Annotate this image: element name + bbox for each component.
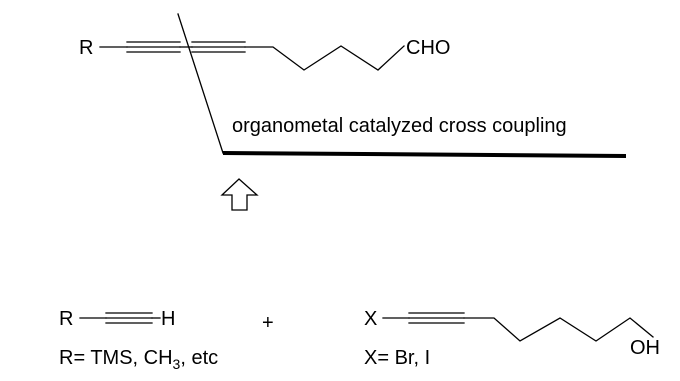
target-alkyl-chain [244,45,405,71]
retrosynthesis-arrow-icon [220,178,259,211]
disconnection-note: organometal catalyzed cross coupling [232,115,567,137]
reagent-right-x-label: X [364,308,377,330]
reagent-right-oh-label: OH [630,337,660,359]
reagent-right-caption: X= Br, I [364,347,430,369]
reagent-left-triple-bond [105,312,153,324]
target-triple-bond-2 [191,41,246,53]
target-molecule: R CHO [79,37,450,71]
reagent-left-h-label: H [161,308,175,330]
disconnection-baseline [222,151,627,158]
reagent-haloalkyne-alcohol: X OH X= Br, I [364,308,660,369]
reagent-terminal-alkyne: R H R= TMS, CH3, etc [59,308,218,372]
reagent-left-r-label: R [59,308,73,330]
reagent-right-alkyl-chain [463,317,654,342]
plus-sign: + [262,312,274,334]
reagent-right-triple-bond [408,312,465,324]
disconnection-slash [177,13,224,154]
target-aldehyde-label: CHO [406,37,450,59]
reagent-left-caption: R= TMS, CH3, etc [59,347,218,372]
target-triple-bond-1 [126,41,181,53]
target-r-group-label: R [79,37,93,59]
disconnection-marker: organometal catalyzed cross coupling [177,13,627,158]
